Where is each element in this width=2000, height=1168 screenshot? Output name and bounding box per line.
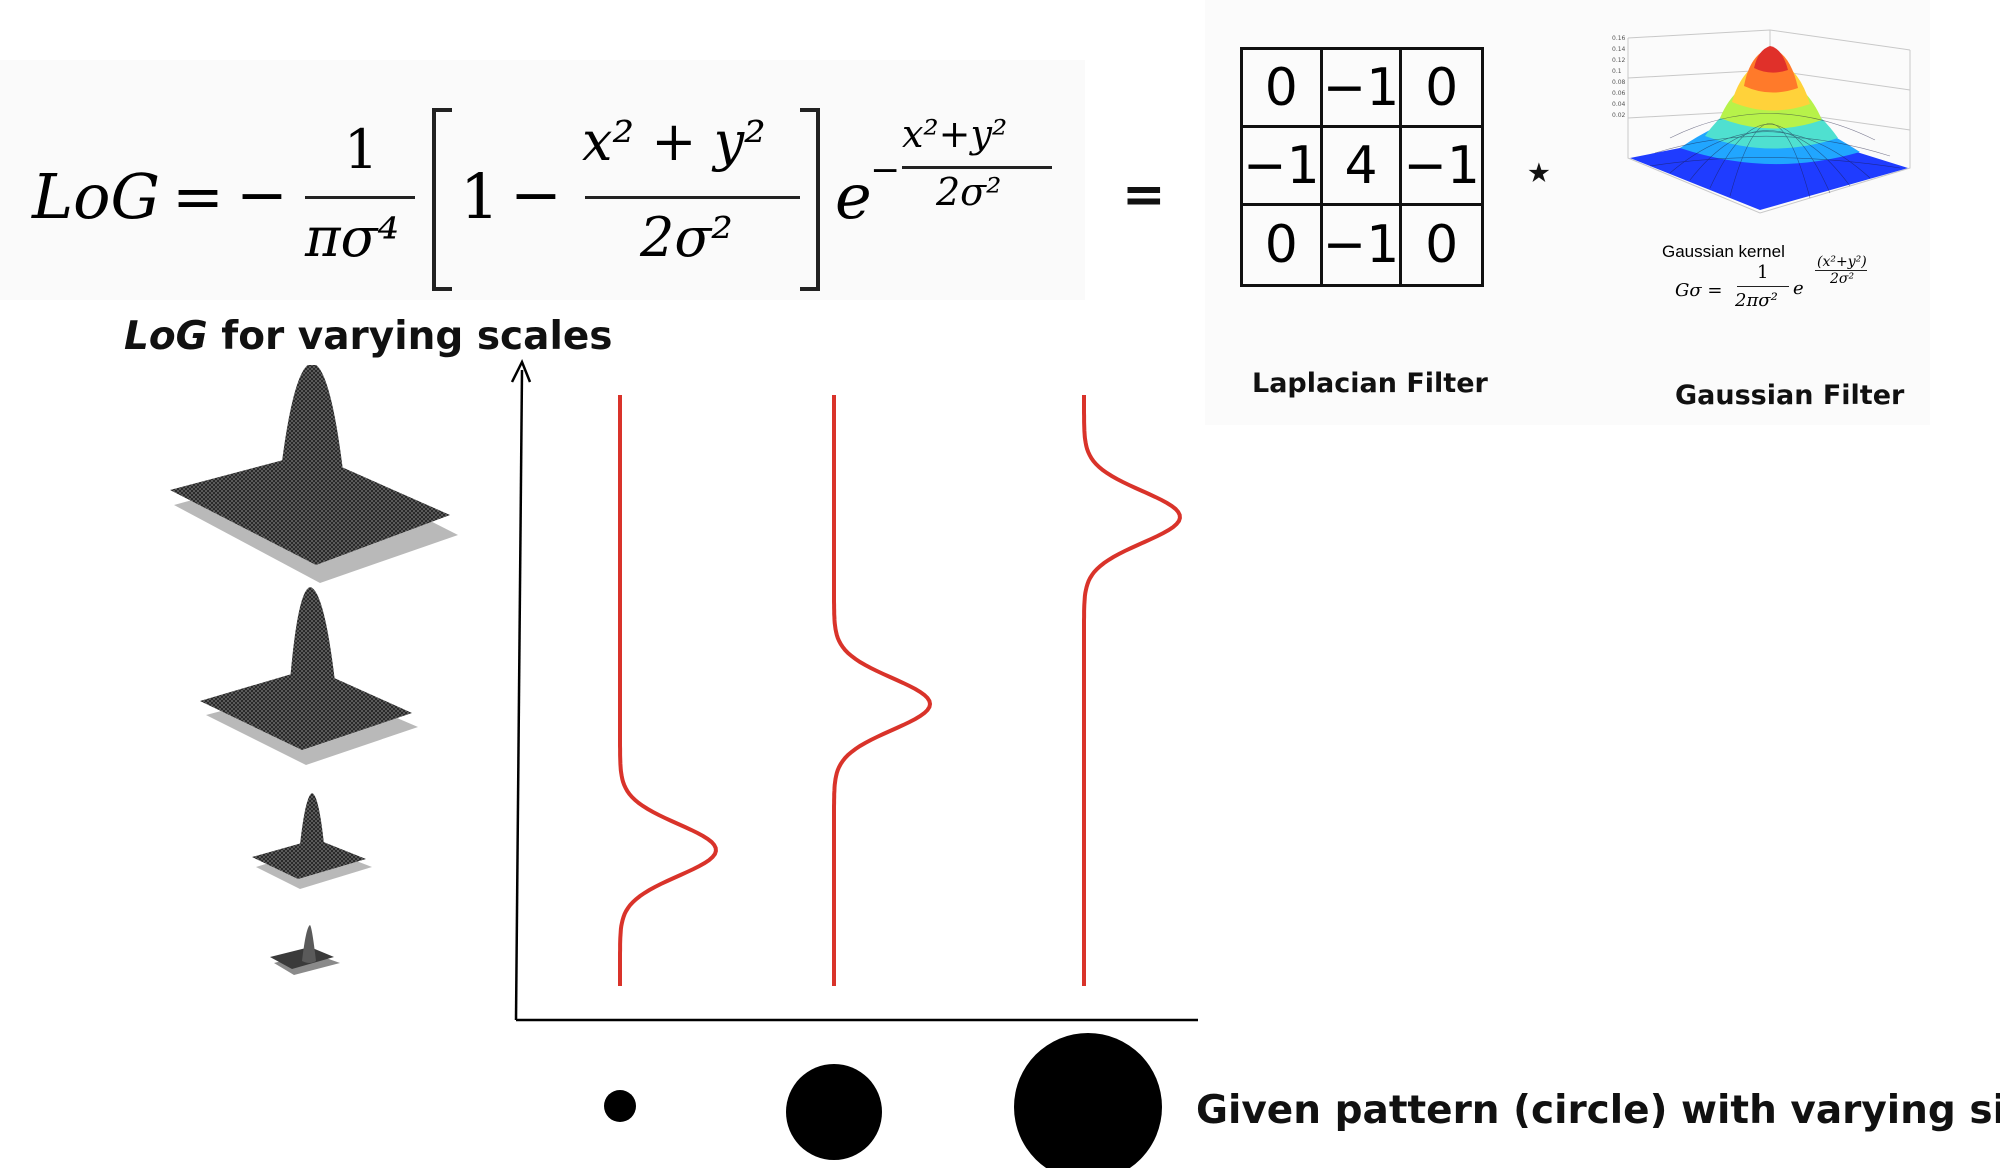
gaussian-formula-bar bbox=[1737, 286, 1789, 287]
response-curves bbox=[618, 395, 1182, 986]
gaussian-band bbox=[1754, 46, 1788, 73]
gaussian-z-tick: 0.14 bbox=[1612, 46, 1626, 53]
formula-exp-minus: − bbox=[870, 150, 901, 191]
gaussian-formula-exp-den: 2σ² bbox=[1830, 271, 1855, 287]
gaussian-mesh bbox=[1649, 113, 1901, 199]
gaussian-z-tick: 0.04 bbox=[1612, 101, 1626, 108]
gaussian-formula-exp-num: (x²+y²) bbox=[1817, 254, 1867, 270]
gaussian-z-tick: 0.08 bbox=[1612, 79, 1626, 86]
log-surface-small bbox=[252, 793, 372, 889]
gaussian-formula-num: 1 bbox=[1757, 262, 1769, 283]
formula-equals: = bbox=[172, 160, 224, 233]
laplacian-cell: 0 bbox=[1243, 50, 1323, 128]
circle-small bbox=[604, 1090, 636, 1122]
formula-exp-denominator: 2σ² bbox=[936, 170, 1002, 214]
gaussian-formula-lhs: Gσ = bbox=[1675, 280, 1723, 301]
log-formula bbox=[0, 60, 1085, 300]
laplacian-cell: 0 bbox=[1402, 50, 1481, 128]
formula-bracket-one: 1 bbox=[460, 160, 500, 233]
log-surfaces bbox=[170, 365, 458, 975]
gaussian-z-tick: 0.12 bbox=[1612, 57, 1626, 64]
laplacian-cell: 0 bbox=[1243, 206, 1323, 284]
gaussian-formula-den: 2πσ² bbox=[1735, 290, 1778, 311]
response-curve-2 bbox=[832, 395, 933, 986]
circle-medium bbox=[786, 1064, 882, 1160]
laplacian-cell: −1 bbox=[1243, 128, 1323, 206]
gaussian-z-tick: 0.02 bbox=[1612, 112, 1626, 119]
gaussian-label: Gaussian Filter bbox=[1675, 380, 1905, 411]
gaussian-z-tick: 0.16 bbox=[1612, 35, 1626, 42]
formula-fraction-bar bbox=[305, 196, 415, 199]
gaussian-formula-exp-bar bbox=[1815, 270, 1867, 271]
circles-caption: Given pattern (circle) with varying size… bbox=[1196, 1088, 2000, 1133]
log-surface-large bbox=[170, 365, 458, 583]
laplacian-cell: 4 bbox=[1322, 128, 1403, 206]
formula-exp-base: e bbox=[835, 160, 872, 233]
response-curve-3 bbox=[1082, 395, 1182, 986]
log-scales-title-italic: LoG bbox=[124, 314, 208, 359]
laplacian-label: Laplacian Filter bbox=[1252, 368, 1488, 399]
y-axis bbox=[514, 369, 524, 1021]
gaussian-z-tick: 0.1 bbox=[1612, 68, 1622, 75]
formula-lhs: LoG bbox=[32, 160, 161, 233]
log-scales-title-rest: for varying scales bbox=[207, 314, 613, 359]
formula-denominator: πσ⁴ bbox=[305, 206, 399, 269]
laplacian-cell: −1 bbox=[1323, 206, 1403, 284]
formula-inner-bar bbox=[585, 196, 800, 199]
laplacian-cell: 0 bbox=[1425, 215, 1459, 275]
formula-left-bracket bbox=[432, 108, 452, 291]
y-axis-arrow bbox=[510, 358, 532, 383]
gaussian-kernel-title: Gaussian kernel bbox=[1662, 242, 1785, 261]
equals-sign: = bbox=[1122, 165, 1166, 225]
log-surface-tiny bbox=[270, 925, 340, 975]
laplacian-matrix: 0 −1 0 −1 4 −1 0 −1 0 bbox=[1240, 47, 1484, 287]
gaussian-formula: Gσ = 1 2πσ² e (x²+y²) 2σ² bbox=[1675, 254, 1895, 322]
filters-panel bbox=[1205, 0, 1930, 425]
laplacian-cell: −1 bbox=[1402, 128, 1481, 206]
circle-patterns bbox=[604, 1033, 1162, 1168]
formula-exp-bar bbox=[902, 166, 1052, 169]
formula-inner-numerator: x² + y² bbox=[582, 110, 766, 173]
gaussian-surface: 0.16 0.14 0.12 0.1 0.08 0.06 0.04 0.02 bbox=[1612, 29, 1911, 214]
gaussian-z-ticks: 0.16 0.14 0.12 0.1 0.08 0.06 0.04 0.02 bbox=[1612, 35, 1626, 119]
laplacian-cell: −1 bbox=[1322, 50, 1403, 128]
convolution-star: ⋆ bbox=[1522, 140, 1556, 203]
formula-exp-numerator: x²+y² bbox=[902, 112, 1008, 156]
plot-axes bbox=[510, 358, 1198, 1022]
formula-inner-denominator: 2σ² bbox=[640, 206, 733, 269]
response-curve-1 bbox=[618, 395, 718, 986]
circle-large bbox=[1014, 1033, 1162, 1168]
formula-numerator: 1 bbox=[344, 118, 379, 181]
formula-right-bracket bbox=[800, 108, 820, 291]
log-surface-medium bbox=[200, 587, 418, 765]
gaussian-formula-exp: e bbox=[1793, 278, 1804, 299]
gaussian-z-tick: 0.06 bbox=[1612, 90, 1626, 97]
log-scales-title: LoG for varying scales bbox=[124, 314, 613, 359]
formula-minus: − bbox=[236, 158, 288, 231]
formula-inner-minus: − bbox=[510, 158, 562, 231]
